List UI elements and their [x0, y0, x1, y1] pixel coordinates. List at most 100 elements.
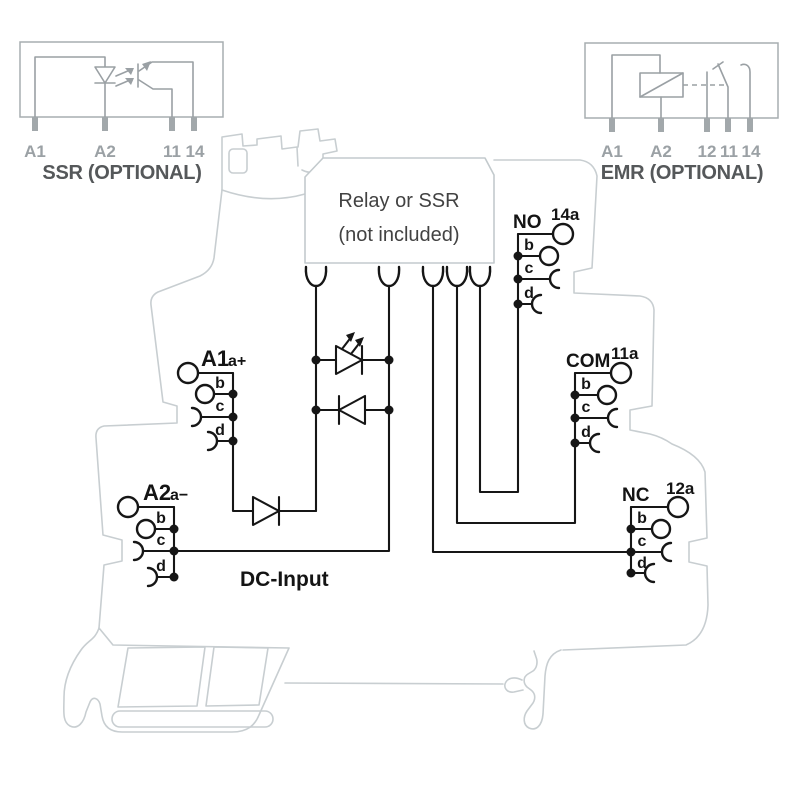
ssr-pin-label-a1: A1 — [24, 142, 46, 161]
ssr-a1-wire — [34, 56, 106, 118]
ssr-title: SSR (OPTIONAL) — [42, 162, 201, 184]
a2-a-terminal — [116, 495, 140, 519]
relay-socket-contacts — [304, 265, 492, 288]
led-triangle — [334, 344, 364, 376]
foot-slot — [111, 710, 274, 728]
nc-b-terminal — [650, 518, 672, 540]
label-a2-b: b — [156, 510, 166, 527]
label-no-d: d — [524, 285, 534, 302]
emr-a1-wire — [611, 54, 661, 119]
release-clip-tab — [504, 677, 524, 693]
emr-pin-12 — [704, 118, 710, 132]
emr-pin-a2 — [658, 118, 664, 132]
emr-pin-label-14: 14 — [742, 142, 761, 161]
emr-optional-schematic: A1 A2 12 11 14 EMR (OPTIONAL) — [584, 42, 779, 184]
foot-outline — [62, 627, 290, 733]
ssr-pin-label-11: 11 — [163, 142, 181, 161]
ssr-light-arrowhead-1 — [125, 68, 134, 75]
com-d-test-socket — [588, 432, 601, 454]
emr-pin-11 — [725, 118, 731, 132]
foot-window-2 — [205, 646, 269, 707]
din-rail-line — [284, 682, 504, 685]
a2-b-terminal — [135, 518, 157, 540]
emr-contact-arm-11 — [712, 61, 729, 119]
housing-left-edge — [95, 189, 223, 629]
socket-contact-4 — [445, 265, 469, 288]
label-nc-d: d — [637, 555, 647, 572]
ssr-box — [19, 41, 224, 118]
label-nc-c: c — [638, 533, 647, 550]
label-a2-d: d — [156, 558, 166, 575]
socket-contact-1 — [304, 265, 328, 288]
wire-a2c-to-led-rail-right — [172, 284, 391, 553]
ssr-pin-label-14: 14 — [186, 142, 205, 161]
junction-dots — [169, 251, 636, 582]
latch-curve — [221, 189, 306, 200]
ssr-optional-schematic: A1 A2 11 14 SSR (OPTIONAL) — [19, 41, 224, 184]
emr-contact-14-wire — [740, 63, 751, 119]
ssr-pin-label-a2: A2 — [94, 142, 116, 161]
reverse-diode-triangle — [337, 394, 367, 426]
label-com-b: b — [581, 376, 591, 393]
label-com-terminal: 11a — [611, 344, 639, 363]
emr-pin-14 — [747, 118, 753, 132]
label-dc-input: DC-Input — [240, 568, 329, 591]
label-a1-d: d — [215, 422, 225, 439]
led-symbol — [334, 332, 364, 376]
emr-pin-label-11: 11 — [720, 142, 738, 161]
terminal-group-a2 — [116, 495, 176, 588]
label-a2-suffix: a− — [170, 487, 188, 504]
ssr-collector-arrowhead — [142, 61, 151, 71]
release-clip — [523, 649, 562, 730]
ssr-pin-14 — [191, 117, 197, 131]
circuit-labels: A1 a+ b c d A2 a− b c d NO 14a b c d COM… — [143, 205, 695, 591]
nc-c-test-socket — [660, 541, 673, 563]
housing-right-edge — [493, 159, 709, 651]
terminal-group-no — [516, 222, 575, 315]
socket-contact-3 — [421, 265, 445, 288]
emr-pin-label-a2: A2 — [650, 142, 672, 161]
label-nc-b: b — [637, 510, 647, 527]
series-diode-triangle — [251, 495, 281, 527]
no-c-test-socket — [548, 268, 561, 290]
no-a-terminal — [551, 222, 575, 246]
no-b-terminal — [538, 245, 560, 267]
module-housing-outline — [62, 128, 709, 733]
terminal-group-nc — [629, 495, 690, 584]
label-nc-terminal: 12a — [666, 479, 695, 498]
foot-window-1 — [117, 646, 206, 708]
label-no-c: c — [525, 260, 534, 277]
wire-com-route — [455, 284, 577, 525]
reverse-diode-symbol — [337, 394, 367, 426]
ssr-pin-a2 — [102, 117, 108, 131]
label-nc: NC — [622, 485, 650, 506]
emr-coil-diagonal — [639, 72, 684, 98]
label-a2-c: c — [157, 532, 166, 549]
ssr-led-triangle — [94, 66, 116, 84]
led-arrowhead-2 — [355, 337, 364, 347]
label-a1-suffix: a+ — [228, 353, 246, 370]
label-a1: A1 — [201, 346, 229, 371]
emr-pin-label-12: 12 — [698, 142, 717, 161]
ssr-emitter-wire — [138, 79, 173, 118]
emr-box — [584, 42, 779, 119]
emr-pin-label-a1: A1 — [601, 142, 623, 161]
terminal-group-com — [573, 361, 633, 454]
com-a-terminal — [609, 361, 633, 385]
label-com-d: d — [581, 424, 591, 441]
relay-slot-line2: (not included) — [338, 224, 459, 246]
terminal-group-a1 — [176, 361, 235, 452]
emr-title: EMR (OPTIONAL) — [601, 162, 763, 184]
emr-pin-a1 — [609, 118, 615, 132]
com-c-test-socket — [606, 407, 619, 429]
relay-slot: Relay or SSR (not included) — [304, 157, 495, 264]
label-com-c: c — [582, 399, 591, 416]
led-arrowhead-1 — [346, 332, 355, 342]
nc-a-terminal — [666, 495, 690, 519]
ssr-led-cathode — [94, 82, 116, 118]
a1-b-terminal — [194, 383, 216, 405]
label-a1-b: b — [215, 375, 225, 392]
label-a2: A2 — [143, 480, 171, 505]
